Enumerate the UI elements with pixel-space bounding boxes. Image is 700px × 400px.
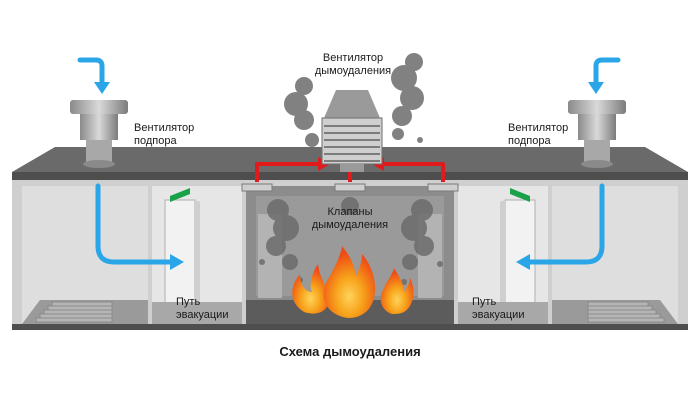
diagram-caption: Схема дымоудаления [279,344,421,359]
label-evac-left-line1: Путь [176,296,201,308]
label-valves-line2: дымоудаления [311,219,389,231]
label-evac-left-line2: эвакуации [176,309,229,321]
label-valves: Клапаны дымоудаления [300,206,400,232]
left-corridor-floor [152,302,242,324]
label-exhaust-fan-line1: Вентилятор [322,52,384,64]
label-supply-fan-left: Вентилятор подпора [134,122,194,148]
right-door-leaf [500,200,505,320]
label-exhaust-fan: Вентилятор дымоудаления [305,52,401,78]
label-exhaust-fan-line2: дымоудаления [314,65,392,77]
label-supply-fan-left-line2: подпора [134,135,177,147]
room-smoke-icon [259,197,443,285]
label-evac-right-line2: эвакуации [472,309,525,321]
valve-right [427,183,459,192]
valves [241,183,459,192]
exhaust-smoke-icon [284,53,424,147]
left-exit-sign [170,188,190,202]
label-supply-fan-left-line1: Вентилятор [134,122,195,134]
fire-icon [292,246,414,318]
label-evac-right-line1: Путь [472,296,497,308]
right-corridor-floor [458,302,548,324]
supply-fan-right-icon [568,100,626,168]
label-evac-left: Путь эвакуации [176,296,228,322]
label-evac-right: Путь эвакуации [472,296,524,322]
label-supply-fan-right-line1: Вентилятор [508,122,569,134]
supply-air-arrows [77,57,621,265]
ground [12,324,688,330]
right-exit-sign [510,188,530,202]
left-stairs [35,301,113,323]
right-stairs [587,301,665,323]
exhaust-fan-icon [321,90,383,172]
label-supply-fan-right-line2: подпора [508,135,551,147]
label-valves-line1: Клапаны [327,206,373,218]
valve-center [334,183,366,192]
supply-arrowheads [94,82,604,270]
left-door-leaf [195,200,200,320]
supply-fan-left-icon [70,100,128,168]
valve-left [241,183,273,192]
label-supply-fan-right: Вентилятор подпора [508,122,568,148]
